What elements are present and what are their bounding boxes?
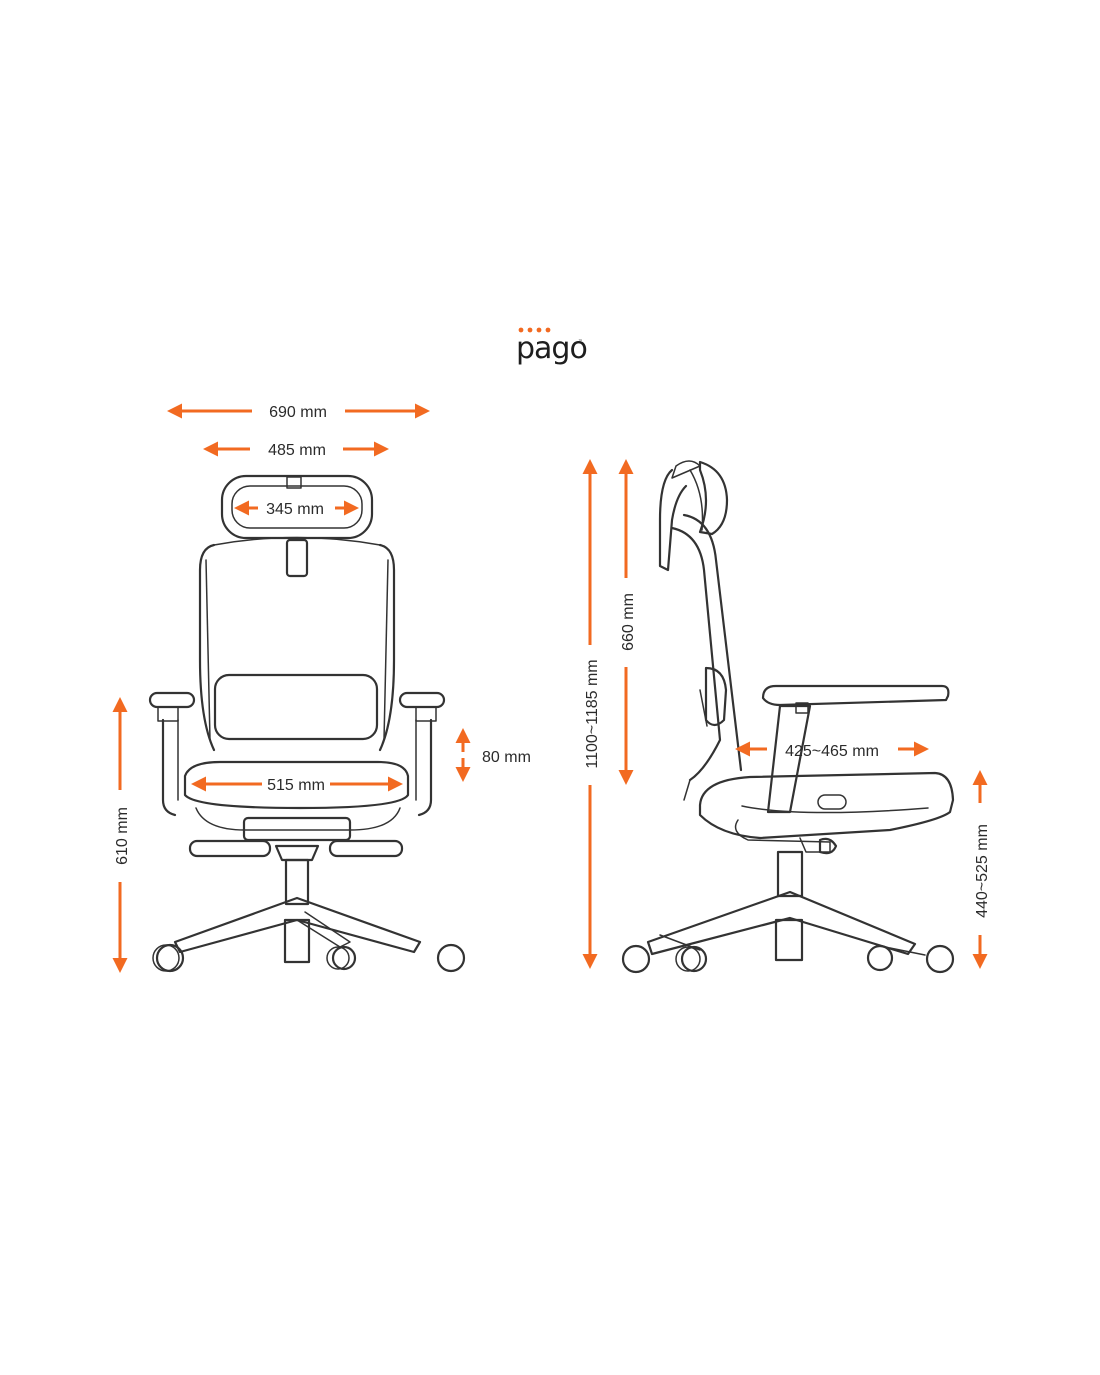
armrest-adjust-label: 80 mm	[482, 749, 531, 766]
total-height-label: 1100~1185 mm	[584, 659, 601, 768]
logo-wordmark: pago	[516, 331, 587, 366]
seat-width-label: 515 mm	[267, 777, 325, 794]
seat-depth-label: 425~465 mm	[785, 743, 879, 760]
front-dimensions: 690 mm 485 mm 345 mm 515 mm 80 mm 610 mm	[112, 403, 531, 973]
seat-height-label: 440~525 mm	[974, 824, 991, 918]
pago-logo: pago ™	[516, 327, 588, 366]
side-dimensions: 1100~1185 mm 660 mm 425~465 mm 440~525 m…	[582, 459, 991, 969]
back-width-label: 485 mm	[268, 442, 326, 459]
front-view-chair	[148, 474, 466, 973]
backrest-height-label: 660 mm	[620, 593, 637, 651]
armrest-height-label: 610 mm	[114, 807, 131, 865]
overall-width-label: 690 mm	[269, 404, 327, 421]
headrest-width-label: 345 mm	[266, 501, 324, 518]
logo-trademark: ™	[578, 339, 583, 345]
logo-dots	[518, 327, 551, 333]
side-view-chair	[621, 460, 955, 974]
